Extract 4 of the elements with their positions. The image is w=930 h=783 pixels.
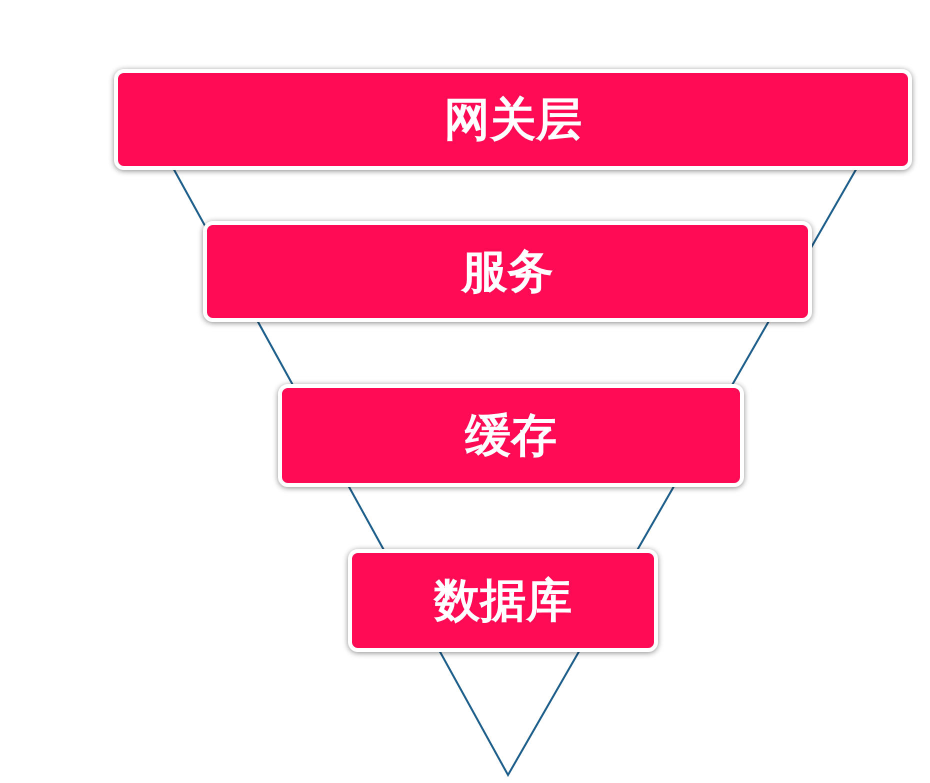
layer-label: 数据库 — [434, 575, 572, 626]
layer-label: 网关层 — [444, 94, 582, 145]
layer-label: 服务 — [462, 246, 554, 297]
layer-label: 缓存 — [465, 410, 557, 461]
